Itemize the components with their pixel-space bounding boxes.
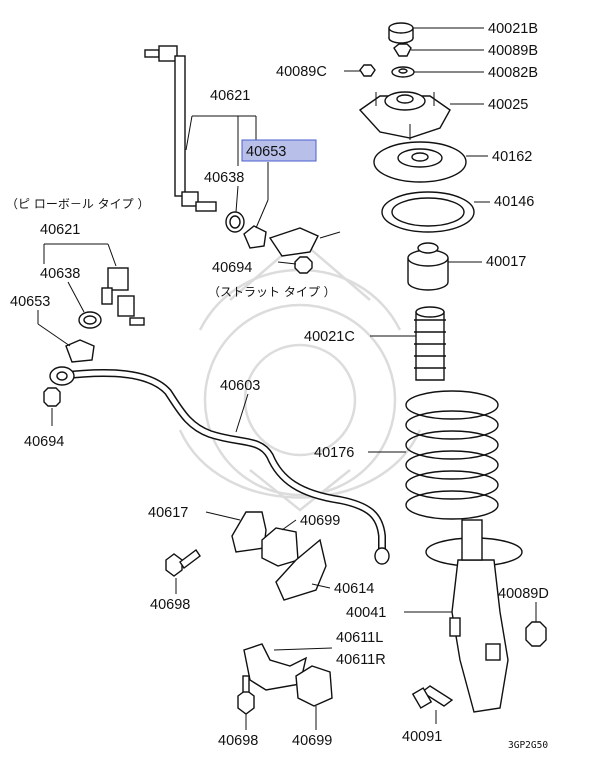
label-40162[interactable]: 40162	[492, 149, 532, 165]
part-40621-link[interactable]	[144, 45, 217, 212]
label-40017[interactable]: 40017	[486, 254, 526, 270]
part-40603-bar[interactable]	[49, 366, 390, 565]
part-40089B[interactable]	[393, 43, 412, 57]
part-40025[interactable]	[358, 91, 451, 140]
label-40694-bar[interactable]: 40694	[24, 434, 64, 450]
part-40176[interactable]	[405, 390, 499, 520]
label-40603[interactable]: 40603	[220, 378, 260, 394]
part-40653-bush[interactable]	[243, 225, 267, 249]
label-40638-upper[interactable]: 40638	[204, 170, 244, 186]
label-40699-upper[interactable]: 40699	[300, 513, 340, 529]
part-40699-bushing[interactable]	[261, 527, 299, 567]
part-40638-cushion[interactable]	[225, 211, 245, 233]
label-40611L[interactable]: 40611L	[336, 630, 383, 646]
leader-lines	[37, 27, 537, 730]
label-40146[interactable]: 40146	[494, 194, 534, 210]
highlight-40653	[241, 139, 317, 162]
label-40653-pillow[interactable]: 40653	[10, 294, 50, 310]
part-40694-bar-nut[interactable]	[43, 387, 61, 407]
part-40621-pillow[interactable]	[101, 267, 145, 326]
label-40638-pillow[interactable]: 40638	[40, 266, 80, 282]
part-40021B[interactable]	[388, 22, 414, 44]
label-40091[interactable]: 40091	[402, 729, 442, 745]
label-40653-upper[interactable]: 40653	[246, 144, 286, 160]
label-40621-upper[interactable]: 40621	[210, 88, 250, 104]
part-40082B[interactable]	[391, 66, 415, 78]
part-labels: 40021B 40089B 40089C 40082B 40025 40162 …	[6, 21, 549, 751]
part-40617-bracket[interactable]	[231, 511, 267, 553]
part-40694-nut[interactable]	[294, 256, 313, 274]
pillow-ball-link-assembly	[65, 267, 145, 363]
part-40638-pillow[interactable]	[78, 311, 102, 329]
label-40021B[interactable]: 40021B	[488, 21, 538, 37]
label-40089C[interactable]: 40089C	[276, 64, 327, 80]
part-40021C[interactable]	[414, 306, 446, 381]
part-40611-bracket[interactable]	[243, 643, 308, 691]
part-40089D[interactable]	[525, 621, 547, 647]
label-40698-upper[interactable]: 40698	[150, 597, 190, 613]
label-40699-lower[interactable]: 40699	[292, 733, 332, 749]
label-40089B[interactable]: 40089B	[488, 43, 538, 59]
label-40089D[interactable]: 40089D	[498, 586, 549, 602]
label-40614[interactable]: 40614	[334, 581, 374, 597]
strut-assembly	[358, 22, 547, 713]
label-40021C[interactable]: 40021C	[304, 329, 355, 345]
part-40698-lower-bolt[interactable]	[237, 675, 255, 715]
watermark-emblem	[178, 238, 422, 512]
part-40653-pillow[interactable]	[65, 339, 95, 363]
part-40017[interactable]	[407, 242, 449, 291]
strut-bracket-arm	[268, 227, 341, 257]
stabilizer-link-assembly	[144, 45, 341, 274]
label-40621-pillow[interactable]: 40621	[40, 222, 80, 238]
label-40698-lower[interactable]: 40698	[218, 733, 258, 749]
part-40699-lower-bushing[interactable]	[295, 665, 333, 707]
part-40091[interactable]	[411, 685, 454, 709]
label-40025[interactable]: 40025	[488, 97, 528, 113]
label-40611R[interactable]: 40611R	[336, 652, 386, 668]
label-40176[interactable]: 40176	[314, 445, 354, 461]
label-40082B[interactable]: 40082B	[488, 65, 538, 81]
part-40614-bracket[interactable]	[275, 538, 327, 601]
part-40698-bolt[interactable]	[165, 548, 201, 577]
part-40041[interactable]	[425, 519, 523, 713]
part-40146[interactable]	[381, 191, 475, 233]
label-40617[interactable]: 40617	[148, 505, 188, 521]
label-40694-upper[interactable]: 40694	[212, 260, 252, 276]
note-pillow-ball-type: （ピ ローボ－ル タイプ ）	[6, 197, 149, 211]
part-40089C[interactable]	[359, 64, 376, 77]
label-40041[interactable]: 40041	[346, 605, 386, 621]
catalog-code: 3GP2G50	[508, 740, 548, 751]
note-strut-type: （ストラット タイプ ）	[208, 285, 336, 299]
part-40162[interactable]	[373, 141, 467, 183]
